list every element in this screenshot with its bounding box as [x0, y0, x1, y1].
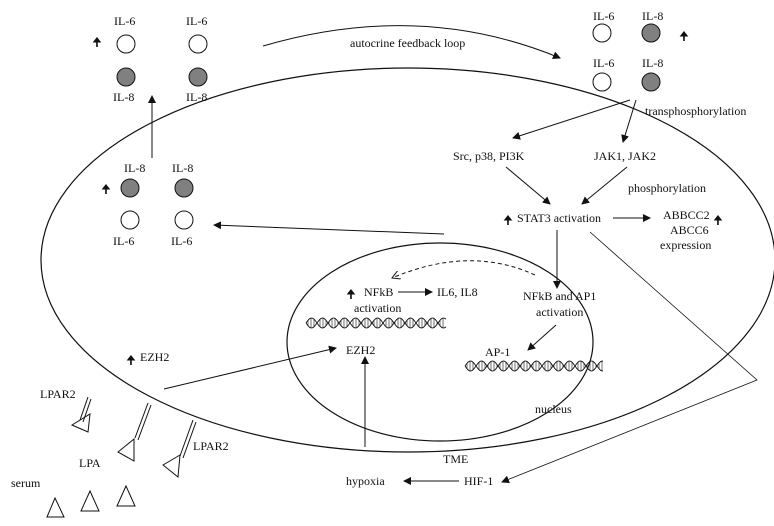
- nfkb-activation-label: activation: [354, 301, 401, 315]
- il8-label: IL-8: [642, 9, 663, 23]
- nfkb-ap1-activation-label: activation: [536, 305, 583, 319]
- lpar2-receptor-3: [162, 419, 197, 478]
- ezh2-cell-label: EZH2: [140, 350, 169, 364]
- arrow-stat3-to-hif1: [501, 231, 758, 484]
- autocrine-arrow: [262, 25, 561, 60]
- lpa-molecule: [46, 496, 65, 518]
- dashed-feedback-arrow: [392, 260, 536, 278]
- il8-molecule: [188, 67, 208, 87]
- arrow-stat3-to-cytokines: [213, 221, 445, 235]
- il6-molecule: [188, 34, 208, 54]
- il6-label: IL-6: [186, 14, 207, 28]
- il6-molecule: [174, 210, 194, 230]
- up-arrow-icon: 🠉: [101, 182, 111, 196]
- phosphorylation-label: phosphorylation: [628, 181, 706, 195]
- il6-label: IL-6: [114, 14, 135, 28]
- il8-molecule: [641, 23, 661, 43]
- lpa-label: LPA: [79, 456, 101, 470]
- lpar2-receptor-1: [70, 396, 92, 433]
- up-arrow-icon: 🠉: [503, 213, 513, 227]
- arrow-to-src: [512, 99, 631, 140]
- autocrine-label: autocrine feedback loop: [350, 36, 465, 50]
- il8-label: IL-8: [124, 161, 145, 175]
- up-arrow-icon: 🠉: [126, 353, 136, 367]
- dna-helix-upper: [305, 317, 447, 329]
- cytokine-group-inner: IL-8 IL-8 🠉 IL-6 IL-6: [101, 161, 194, 248]
- stat3-label: STAT3 activation: [517, 211, 601, 225]
- lpar2-right-label: LPAR2: [193, 439, 229, 453]
- il6-molecule: [592, 72, 612, 92]
- il6-label: IL-6: [593, 56, 614, 70]
- expression-label: expression: [660, 238, 711, 252]
- cytokine-group-top-left: IL-6 IL-6 🠉 IL-8 IL-8: [92, 14, 208, 104]
- nucleus-label: nucleus: [535, 402, 572, 416]
- il6-molecule: [592, 23, 612, 43]
- il8-label: IL-8: [113, 90, 134, 104]
- arrow-to-jak: [621, 99, 637, 143]
- hif1-label: HIF-1: [464, 474, 493, 488]
- ap1-label: AP-1: [485, 345, 510, 359]
- lpar2-receptor-2: [117, 402, 152, 462]
- arrow-src-to-stat3: [505, 166, 551, 205]
- il8-molecule: [116, 67, 136, 87]
- src-label: Src, p38, PI3K: [453, 149, 525, 163]
- il8-molecule: [641, 72, 661, 92]
- serum-label: serum: [11, 476, 41, 490]
- il6-molecule: [116, 34, 136, 54]
- il8-label: IL-8: [172, 161, 193, 175]
- il8-molecule: [120, 178, 140, 198]
- il6-label: IL-6: [113, 234, 134, 248]
- arrow-lpar-to-ezh2: [163, 345, 337, 390]
- dna-helix-lower: [464, 360, 603, 372]
- up-arrow-icon: 🠉: [713, 213, 723, 227]
- lpa-molecule: [80, 489, 100, 512]
- lpa-molecule: [116, 484, 136, 507]
- nfkb-label: NFkB: [364, 285, 393, 299]
- abcc6-label: ABCC6: [670, 223, 709, 237]
- arrow-nfkb-ap1-to-ap1: [527, 324, 557, 351]
- il6-il8-label: IL6, IL8: [437, 285, 478, 299]
- il8-molecule: [174, 178, 194, 198]
- up-arrow-icon: 🠉: [92, 35, 102, 49]
- cytokine-group-top-right: IL-6 IL-8 🠉 IL-6 IL-8: [592, 9, 689, 92]
- ezh2-nucleus-label: EZH2: [346, 343, 375, 357]
- up-arrow-icon: 🠉: [346, 287, 356, 301]
- abcc2-label: ABBCC2: [663, 208, 710, 222]
- il6-label: IL-6: [593, 9, 614, 23]
- nfkb-ap1-label: NFkB and AP1: [523, 289, 596, 303]
- jak-label: JAK1, JAK2: [594, 149, 656, 163]
- nucleus-membrane: [286, 242, 594, 442]
- il6-molecule: [120, 210, 140, 230]
- cell-membrane: [40, 67, 774, 453]
- tme-label: TME: [443, 452, 468, 466]
- transphosphorylation-label: transphosphorylation: [645, 104, 746, 118]
- arrow-jak-to-stat3: [581, 166, 628, 205]
- hypoxia-label: hypoxia: [346, 474, 385, 488]
- il8-label: IL-8: [642, 56, 663, 70]
- up-arrow-icon: 🠉: [679, 29, 689, 43]
- lpar2-left-label: LPAR2: [40, 387, 76, 401]
- il8-label: IL-8: [186, 90, 207, 104]
- il6-label: IL-6: [171, 234, 192, 248]
